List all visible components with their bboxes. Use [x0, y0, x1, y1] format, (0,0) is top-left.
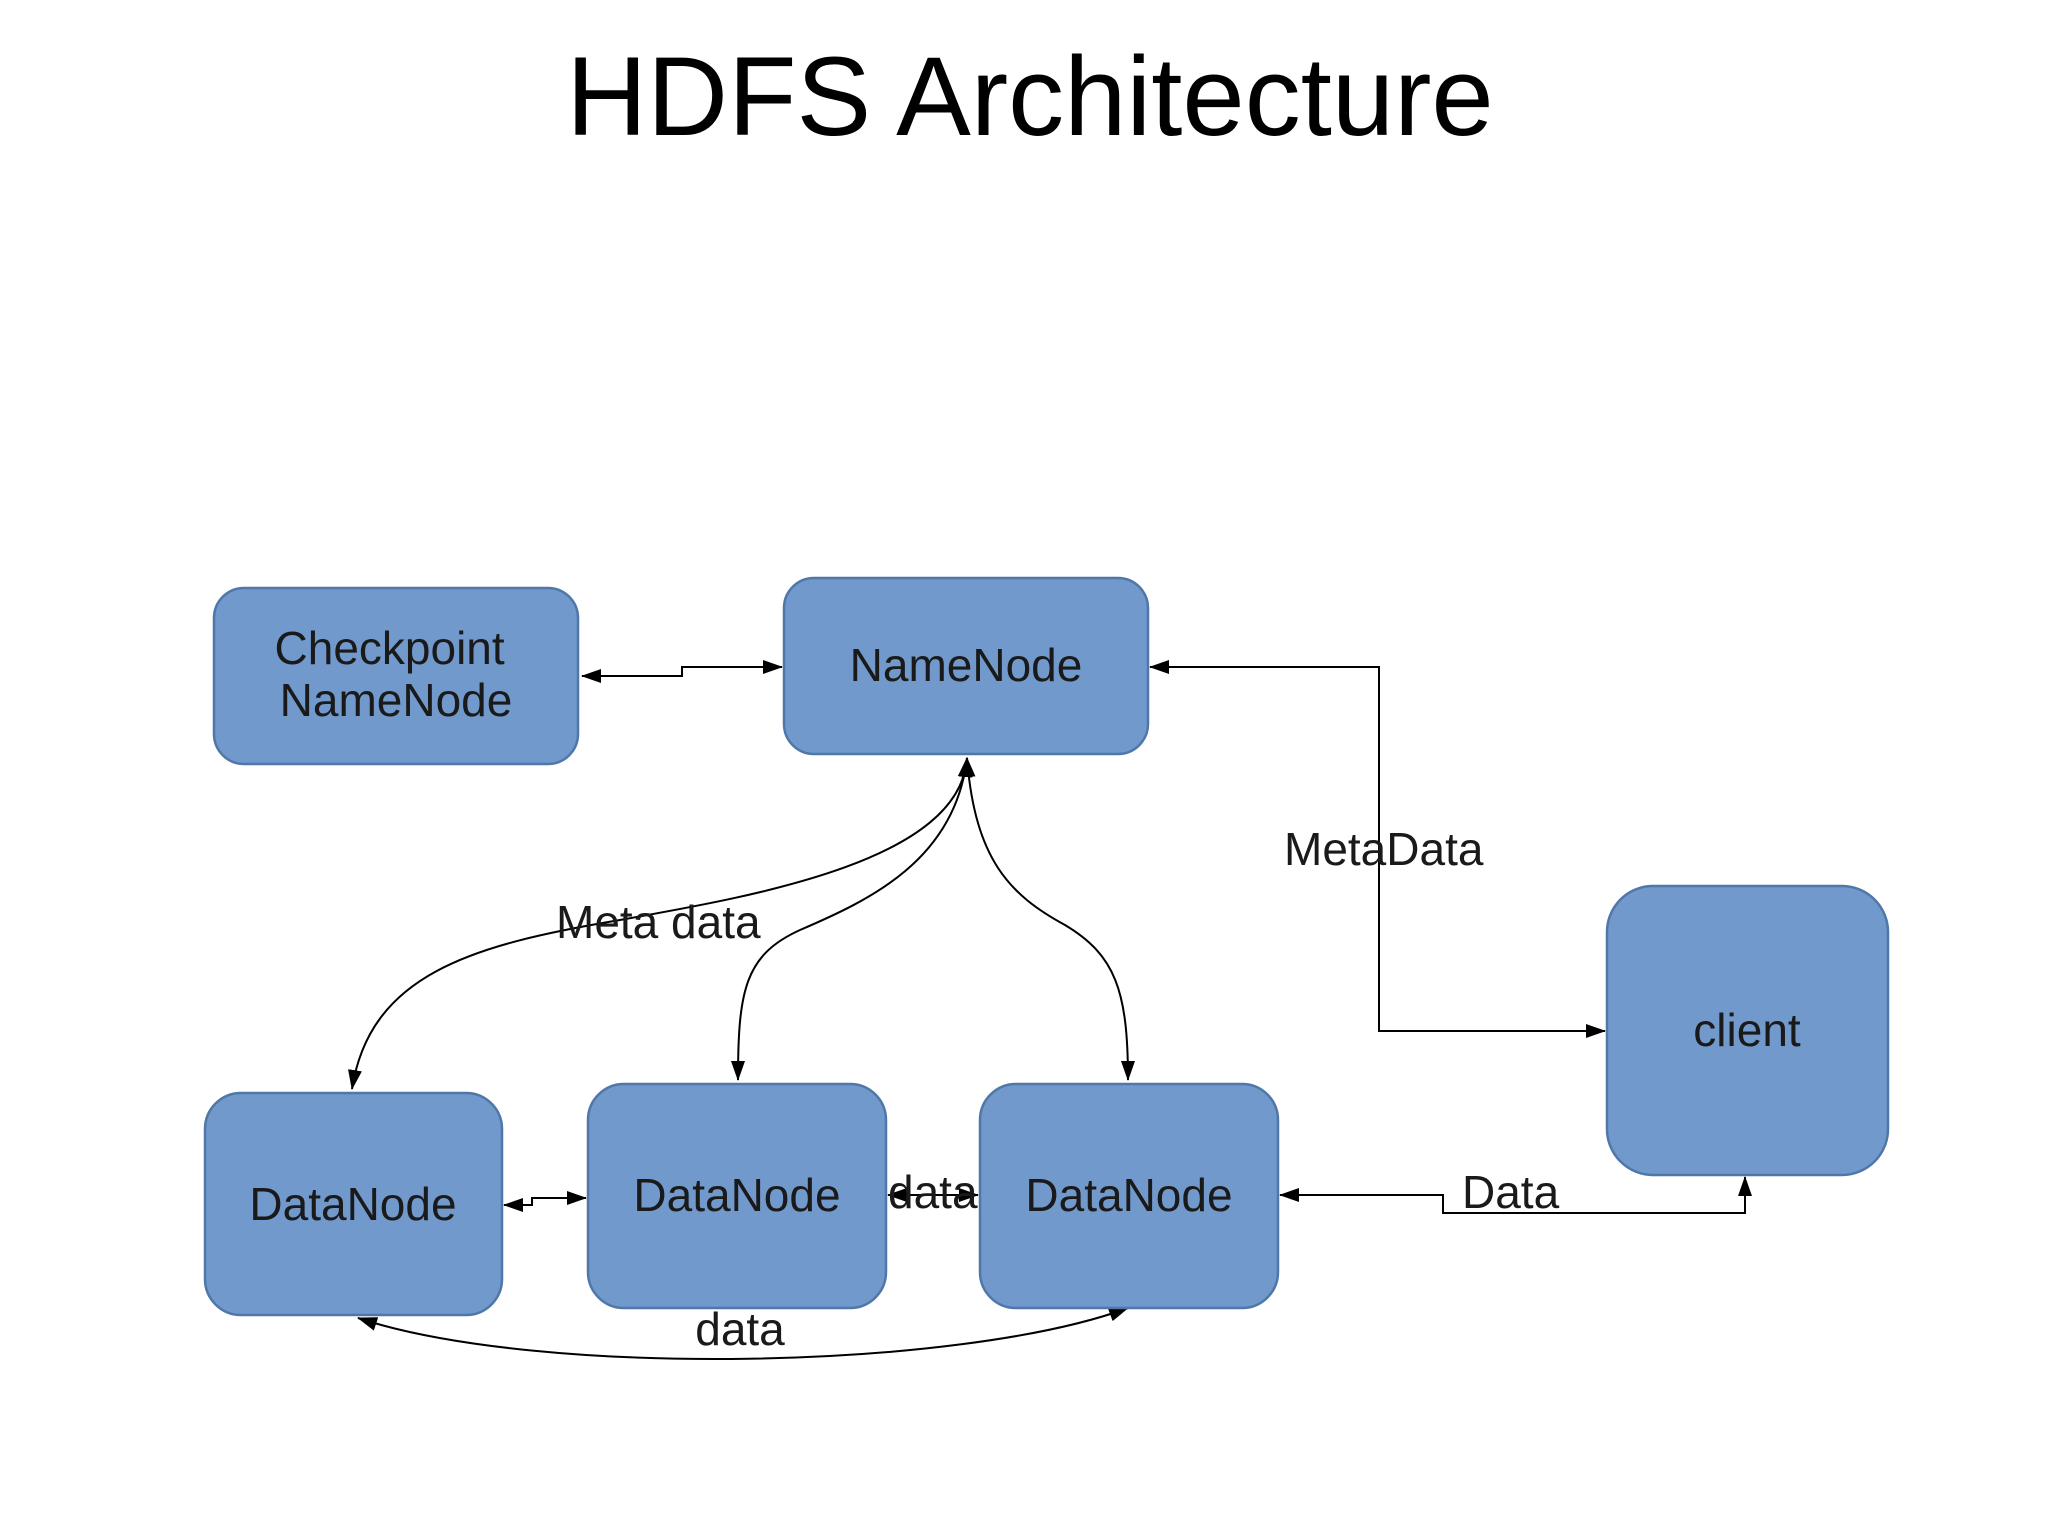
edge-label-meta-data: Meta data	[556, 896, 761, 948]
client-box	[1605, 884, 1890, 1177]
node-datanode-2: DataNode	[586, 1082, 888, 1310]
node-client: client	[1605, 884, 1890, 1177]
edge-label-data-dn2-dn3: data	[888, 1166, 978, 1218]
node-datanode-1: DataNode	[203, 1091, 504, 1317]
edges	[348, 660, 1752, 1360]
edge-namenode-client	[1149, 660, 1606, 1038]
page-title: HDFS Architecture	[566, 34, 1493, 159]
datanode-2-box	[586, 1082, 888, 1310]
client-label: client	[1693, 1004, 1801, 1056]
datanode-3-box	[978, 1082, 1280, 1310]
edge-label-data-dn3-client: Data	[1462, 1166, 1560, 1218]
node-namenode: NameNode	[782, 576, 1150, 756]
edge-label-metadata: MetaData	[1284, 823, 1484, 875]
datanode-2-label: DataNode	[633, 1169, 840, 1221]
checkpoint-namenode-box	[212, 586, 580, 766]
edge-label-data-dn1-dn3: data	[695, 1303, 785, 1355]
datanode-1-box	[203, 1091, 504, 1317]
node-checkpoint-namenode: Checkpoint NameNode	[212, 586, 580, 766]
datanode-3-label: DataNode	[1025, 1169, 1232, 1221]
edge-namenode-datanode-3	[961, 757, 1135, 1081]
edge-datanode-1-2	[503, 1191, 587, 1212]
edge-checkpoint-namenode	[581, 660, 783, 683]
node-datanode-3: DataNode	[978, 1082, 1280, 1310]
checkpoint-label-line-2: NameNode	[280, 674, 513, 726]
edge-labels: MetaData Meta data data Data data	[556, 823, 1560, 1355]
checkpoint-namenode-label: Checkpoint NameNode	[275, 622, 518, 726]
edge-namenode-datanode-2	[731, 757, 972, 1081]
edge-datanode-1-3	[357, 1307, 1129, 1360]
edge-datanode-3-client	[1279, 1176, 1752, 1214]
datanode-1-label: DataNode	[249, 1178, 456, 1230]
checkpoint-label-line-1: Checkpoint	[275, 622, 505, 674]
namenode-label: NameNode	[850, 639, 1083, 691]
namenode-box	[782, 576, 1150, 756]
